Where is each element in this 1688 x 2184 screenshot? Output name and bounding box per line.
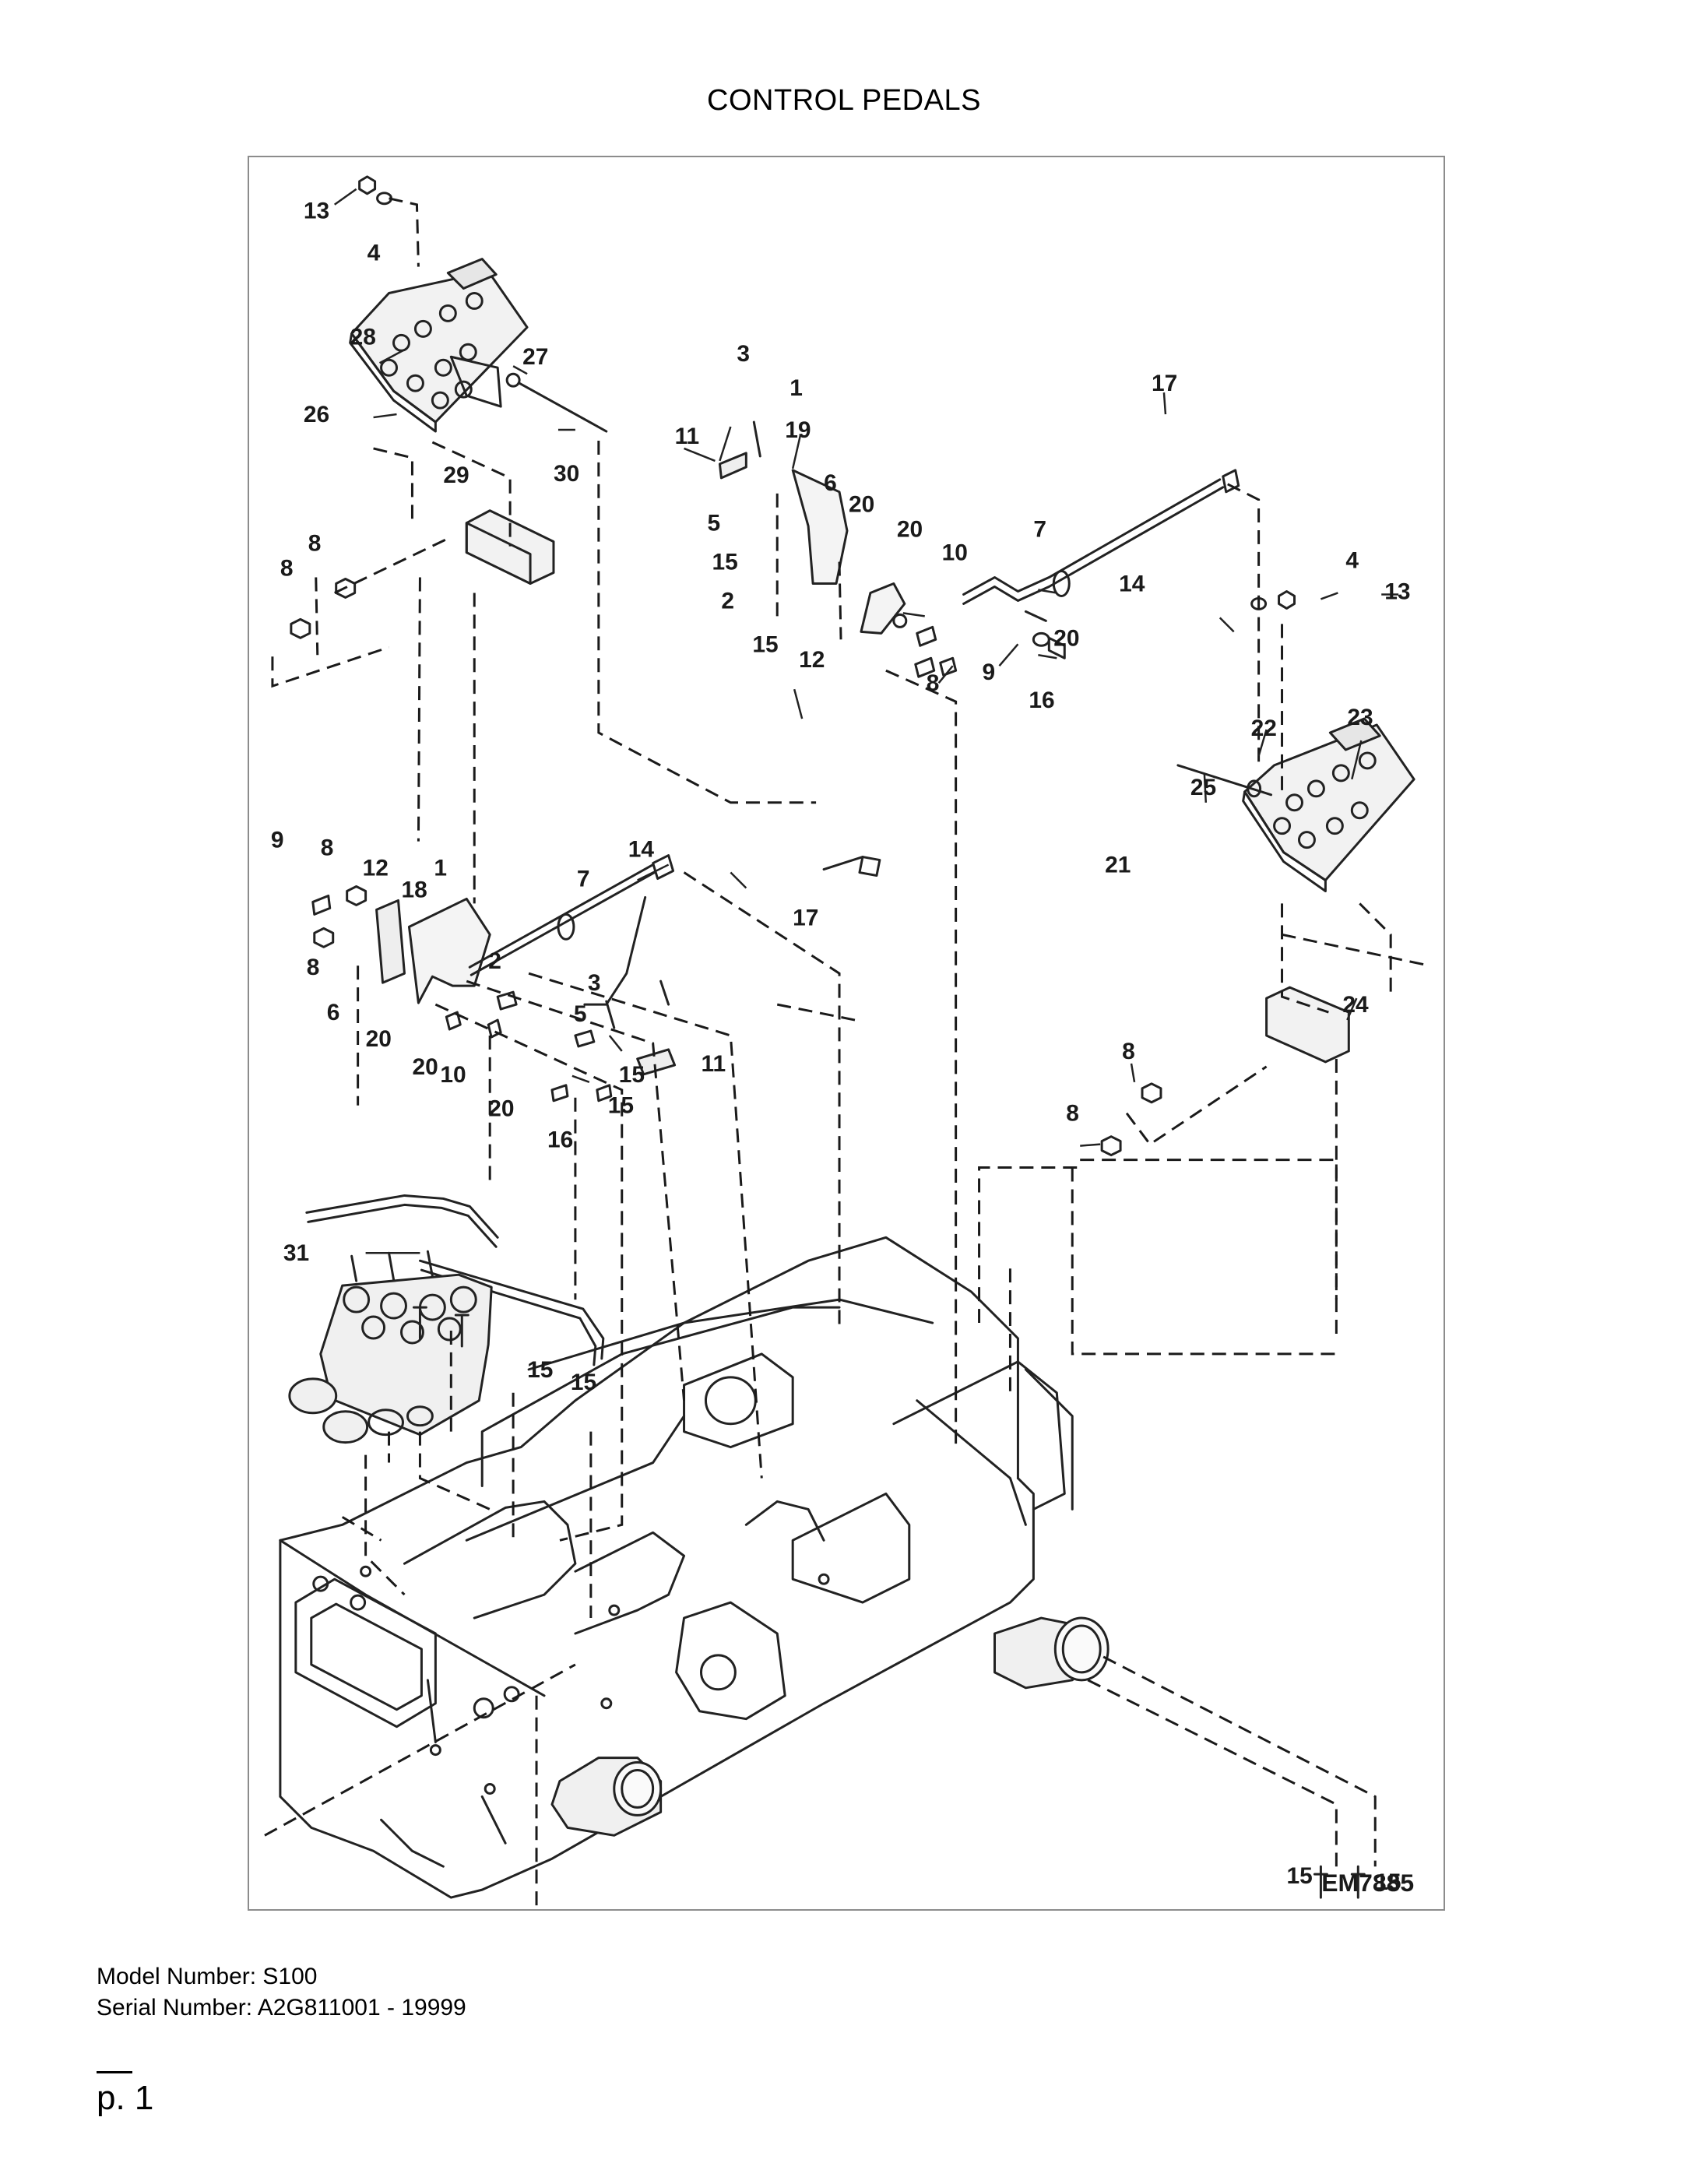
- bolts: [412, 1306, 1366, 1899]
- callout-28: 28: [350, 324, 376, 350]
- callout-20: 20: [849, 492, 874, 518]
- callout-31: 31: [283, 1240, 309, 1266]
- left-linkage: [311, 854, 881, 1103]
- callout-9: 9: [271, 828, 284, 853]
- callout-10: 10: [942, 540, 968, 566]
- page-title: CONTROL PEDALS: [707, 84, 981, 117]
- callout-8: 8: [1122, 1039, 1135, 1064]
- callout-13: 13: [304, 199, 329, 224]
- page-divider: [97, 2071, 132, 2073]
- callout-14: 14: [1119, 571, 1145, 596]
- callout-6: 6: [824, 470, 837, 496]
- callout-11: 11: [675, 424, 700, 449]
- callout-5: 5: [574, 1001, 587, 1027]
- callout-9: 9: [983, 659, 996, 685]
- callout-20: 20: [897, 517, 923, 543]
- callout-10: 10: [440, 1062, 466, 1088]
- callout-1: 1: [789, 375, 803, 401]
- callout-20: 20: [1053, 625, 1079, 651]
- callout-21: 21: [1105, 853, 1131, 878]
- callout-4: 4: [367, 241, 381, 266]
- callout-17: 17: [793, 905, 818, 930]
- main-frame: [279, 1236, 1110, 1899]
- callout-19: 19: [785, 417, 811, 443]
- callout-4: 4: [1345, 548, 1359, 574]
- page-number: p. 1: [97, 2079, 154, 2117]
- callout-7: 7: [1033, 517, 1046, 543]
- parts-diagram: 13 4 28 27 26 30 29 8 8 3 1 19 11 6 20 5…: [248, 156, 1445, 1911]
- callout-15: 15: [712, 550, 737, 575]
- callout-15: 15: [571, 1370, 596, 1395]
- callout-6: 6: [327, 1000, 340, 1025]
- left-hardware: [290, 175, 393, 639]
- callout-8: 8: [308, 531, 322, 557]
- callout-15: 15: [1287, 1863, 1313, 1889]
- callout-5: 5: [707, 511, 720, 536]
- right-pedal-assembly: [1100, 589, 1415, 1157]
- callout-22: 22: [1251, 716, 1277, 741]
- assembly-lines: [264, 197, 1430, 1906]
- callout-13: 13: [1384, 579, 1410, 604]
- callout-15: 15: [1375, 1869, 1401, 1895]
- callout-12: 12: [799, 647, 825, 673]
- callout-2: 2: [488, 948, 501, 974]
- callout-15: 15: [527, 1357, 553, 1383]
- callout-16: 16: [547, 1127, 573, 1153]
- callout-26: 26: [304, 402, 329, 427]
- callout-17: 17: [1152, 371, 1177, 396]
- exploded-view-drawing: 13 4 28 27 26 30 29 8 8 3 1 19 11 6 20 5…: [264, 175, 1430, 1906]
- callout-12: 12: [363, 856, 389, 881]
- callout-20: 20: [366, 1026, 392, 1052]
- callout-8: 8: [927, 670, 940, 696]
- callout-8: 8: [321, 835, 334, 861]
- serial-number: Serial Number: A2G811001 - 19999: [97, 1995, 466, 2020]
- callout-14: 14: [628, 837, 655, 863]
- callout-18: 18: [401, 877, 427, 902]
- callout-15: 15: [752, 631, 778, 657]
- callout-30: 30: [554, 461, 579, 487]
- callout-15: 15: [608, 1093, 634, 1119]
- callout-7: 7: [577, 866, 590, 892]
- callout-8: 8: [280, 556, 294, 582]
- control-valve: [288, 1194, 605, 1444]
- callout-15: 15: [619, 1062, 645, 1088]
- callout-27: 27: [522, 344, 548, 370]
- callout-3: 3: [588, 970, 601, 996]
- callout-24: 24: [1342, 992, 1369, 1018]
- callout-3: 3: [737, 341, 750, 367]
- leader-lines: [333, 188, 1399, 1254]
- callout-2: 2: [721, 588, 734, 614]
- callout-11: 11: [701, 1051, 726, 1077]
- callout-20: 20: [488, 1096, 514, 1122]
- callout-8: 8: [307, 955, 320, 980]
- callout-16: 16: [1029, 688, 1054, 713]
- callout-20: 20: [412, 1054, 438, 1080]
- left-pedal-assembly: [349, 258, 608, 586]
- callout-labels: 13 4 28 27 26 30 29 8 8 3 1 19 11 6 20 5…: [271, 199, 1411, 1895]
- upper-linkage: [718, 420, 1240, 678]
- callout-8: 8: [1066, 1101, 1079, 1127]
- drawing-code: EM7885: [1321, 1869, 1414, 1897]
- callout-23: 23: [1347, 705, 1373, 730]
- model-number: Model Number: S100: [97, 1964, 318, 1989]
- callout-1: 1: [434, 856, 447, 881]
- callout-25: 25: [1190, 775, 1216, 800]
- callout-29: 29: [443, 462, 469, 488]
